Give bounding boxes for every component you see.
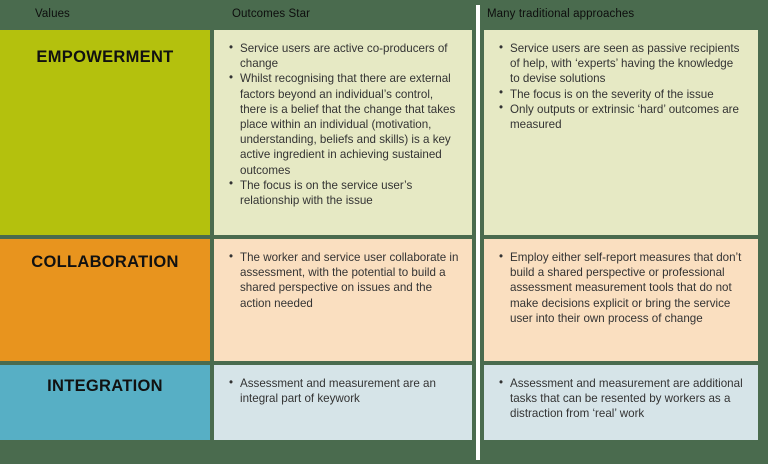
outcomes-star-cell-empowerment: Service users are active co-producers of… — [214, 30, 472, 235]
column-header-many-traditional-approaches: Many traditional approaches — [487, 8, 635, 20]
value-label-cell-empowerment: EMPOWERMENT — [0, 30, 210, 235]
bullet-list: Service users are seen as passive recipi… — [484, 30, 758, 132]
table-header-row: Values Outcomes Star Many traditional ap… — [0, 0, 768, 30]
table-row: COLLABORATION The worker and service use… — [0, 239, 768, 361]
bullet-item: Whilst recognising that there are extern… — [229, 71, 460, 177]
value-label-cell-collaboration: COLLABORATION — [0, 239, 210, 361]
bullet-item: Only outputs or extrinsic ‘hard’ outcome… — [499, 101, 746, 132]
value-label-cell-integration: INTEGRATION — [0, 365, 210, 440]
bullet-item: Assessment and measurement are an integr… — [229, 375, 460, 406]
value-label-text: COLLABORATION — [31, 253, 179, 271]
bullet-item: The focus is on the service user’s relat… — [229, 177, 460, 208]
column-header-outcomes-star: Outcomes Star — [232, 8, 310, 20]
traditional-approaches-cell-collaboration: Employ either self-report measures that … — [484, 239, 758, 361]
value-label-text: EMPOWERMENT — [36, 48, 174, 66]
outcomes-star-cell-collaboration: The worker and service user collaborate … — [214, 239, 472, 361]
bullet-list: Service users are active co-producers of… — [214, 30, 472, 208]
outcomes-star-cell-integration: Assessment and measurement are an integr… — [214, 365, 472, 440]
bullet-item: The focus is on the severity of the issu… — [499, 86, 746, 102]
column-header-values: Values — [35, 8, 70, 20]
bullet-item: Employ either self-report measures that … — [499, 249, 746, 326]
table-row: EMPOWERMENT Service users are active co-… — [0, 30, 768, 235]
bullet-item: Service users are active co-producers of… — [229, 40, 460, 71]
bullet-list: Assessment and measurement are additiona… — [484, 365, 758, 422]
bullet-item: Service users are seen as passive recipi… — [499, 41, 746, 87]
bullet-item: Assessment and measurement are additiona… — [499, 376, 746, 422]
bullet-item: The worker and service user collaborate … — [229, 250, 460, 311]
table-row: INTEGRATION Assessment and measurement a… — [0, 365, 768, 440]
traditional-approaches-cell-empowerment: Service users are seen as passive recipi… — [484, 30, 758, 235]
table-body: EMPOWERMENT Service users are active co-… — [0, 30, 768, 442]
bullet-list: Assessment and measurement are an integr… — [214, 365, 472, 406]
column-divider — [476, 5, 480, 460]
bullet-list: Employ either self-report measures that … — [484, 239, 758, 326]
bullet-list: The worker and service user collaborate … — [214, 239, 472, 311]
value-label-text: INTEGRATION — [47, 377, 163, 395]
traditional-approaches-cell-integration: Assessment and measurement are additiona… — [484, 365, 758, 440]
